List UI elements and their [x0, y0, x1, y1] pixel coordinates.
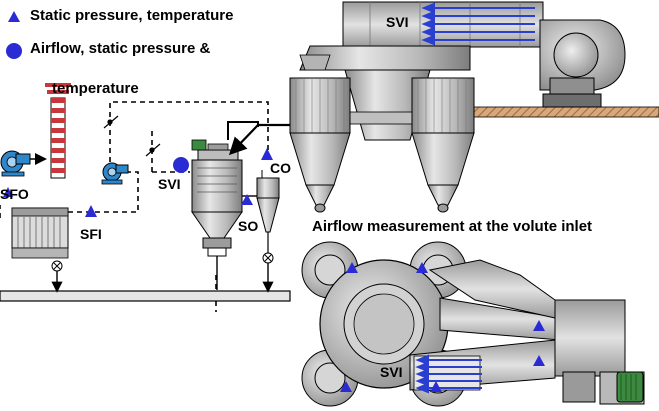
legend	[6, 11, 22, 59]
label-co: CO	[270, 160, 291, 176]
legend-circle-label-line2: temperature	[52, 80, 139, 97]
svi-bottom-arrows	[415, 354, 482, 394]
sfi-filter-unit	[11, 207, 69, 293]
marker-svi-left	[173, 157, 189, 173]
main-supply-line	[228, 123, 300, 156]
duct-valves	[103, 115, 161, 157]
bottom-plan-view	[301, 241, 645, 407]
label-sfo: SFO	[0, 186, 29, 202]
legend-circle-icon	[6, 43, 22, 59]
sfi-fan	[101, 162, 129, 185]
left-floor	[0, 290, 291, 302]
marker-sfo	[3, 187, 13, 197]
plan-view-markers	[340, 262, 545, 392]
caption-volute-inlet: Airflow measurement at the volute inlet	[312, 218, 593, 235]
sfo-fan	[0, 150, 47, 177]
label-svi-top: SVI	[386, 14, 409, 30]
label-svi-bottom: SVI	[380, 364, 403, 380]
marker-so	[241, 194, 253, 205]
label-svi-left: SVI	[158, 176, 181, 192]
marker-sfi	[85, 205, 97, 217]
top-cyclone-system	[289, 1, 659, 213]
svi-top-arrows	[421, 2, 535, 46]
label-sfi: SFI	[80, 226, 102, 242]
marker-co	[261, 148, 273, 160]
chimney-stack	[45, 83, 71, 179]
label-so: SO	[238, 218, 259, 234]
legend-circle-label-line1: Airflow, static pressure &	[30, 40, 211, 57]
legend-triangle-icon	[8, 11, 20, 22]
left-measurement-markers	[3, 148, 273, 217]
cyclone	[242, 170, 280, 293]
dust-collector	[191, 121, 259, 290]
legend-triangle-label: Static pressure, temperature	[30, 7, 234, 24]
